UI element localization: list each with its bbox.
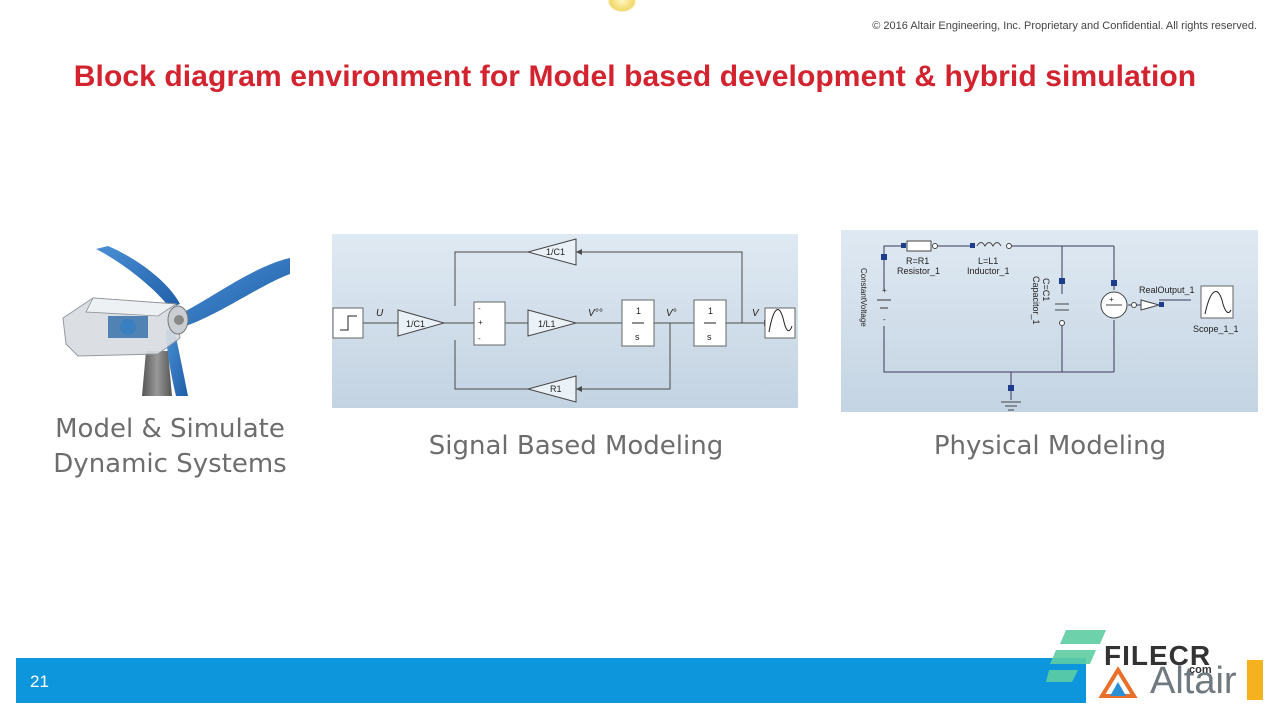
svg-text:-: - — [883, 315, 886, 324]
real-output-connector: RealOutput_1 — [1131, 285, 1195, 311]
svg-text:1/C1: 1/C1 — [406, 319, 425, 329]
capacitor-component: C=C1 Capacitor_1 — [1031, 276, 1069, 326]
altair-logo: Altair — [1150, 660, 1237, 702]
svg-text:1/C1: 1/C1 — [546, 247, 565, 257]
caption-physical-modeling: Physical Modeling — [933, 431, 1167, 461]
copyright-notice: © 2016 Altair Engineering, Inc. Propriet… — [872, 20, 1257, 32]
step-source-block — [332, 307, 364, 339]
label-u: U — [376, 308, 384, 319]
svg-text:1/L1: 1/L1 — [538, 319, 556, 329]
svg-text:L=L1: L=L1 — [978, 256, 998, 266]
top-light-glow — [608, 0, 636, 12]
svg-text:Capacitor_1: Capacitor_1 — [1031, 276, 1041, 325]
svg-text:+: + — [478, 318, 483, 327]
caption-signal-modeling: Signal Based Modeling — [428, 431, 724, 461]
ground-symbol — [1001, 385, 1021, 411]
svg-text:+: + — [1109, 295, 1114, 304]
filecr-logo-icon — [1046, 630, 1138, 698]
svg-text:s: s — [635, 332, 640, 342]
label-vdd: V°° — [588, 308, 603, 319]
gain-block-l1: 1/L1 — [527, 309, 578, 337]
svg-text:C=C1: C=C1 — [1041, 278, 1051, 301]
svg-text:-: - — [478, 304, 481, 313]
wind-turbine-image — [58, 246, 290, 396]
label-vd: V° — [666, 308, 677, 319]
page-number: 21 — [30, 672, 49, 691]
caption-dynamic-systems: Model & Simulate Dynamic Systems — [53, 414, 287, 479]
scope-block — [764, 307, 796, 339]
gain-block-feedback-c1: 1/C1 — [526, 238, 577, 266]
svg-text:Resistor_1: Resistor_1 — [897, 266, 940, 276]
signal-block-diagram: U 1/C1 - + - 1/L1 V°° 1 s V° 1 s V — [332, 234, 798, 408]
gain-block-c1: 1/C1 — [397, 309, 446, 337]
sum-block: - + - — [473, 301, 506, 346]
watermark-suffix: .com — [1186, 664, 1212, 676]
integrator-block-1: 1 s — [621, 299, 655, 347]
signal-diagram-svg: U 1/C1 - + - 1/L1 V°° 1 s V° 1 s V — [332, 238, 796, 403]
slide-title: Block diagram environment for Model base… — [73, 60, 1197, 93]
svg-text:+: + — [882, 286, 887, 295]
svg-text:1: 1 — [708, 306, 713, 316]
svg-text:s: s — [707, 332, 712, 342]
svg-text:Scope_1_1: Scope_1_1 — [1193, 324, 1239, 334]
voltage-sensor: + — [1100, 280, 1128, 319]
gain-block-r1: R1 — [526, 375, 577, 403]
svg-text:RealOutput_1: RealOutput_1 — [1139, 285, 1195, 295]
svg-text:ConstantVoltage: ConstantVoltage — [859, 268, 868, 327]
inductor-component: L=L1 Inductor_1 — [967, 242, 1012, 276]
integrator-block-2: 1 s — [693, 299, 727, 347]
svg-text:-: - — [478, 334, 481, 343]
scope-component: Scope_1_1 — [1193, 285, 1239, 334]
resistor-component: R=R1 Resistor_1 — [897, 240, 940, 276]
svg-text:Inductor_1: Inductor_1 — [967, 266, 1010, 276]
physical-diagram-svg: + - ConstantVoltage R=R1 Resistor_1 L=L1… — [859, 240, 1239, 411]
accent-bar — [1247, 660, 1263, 700]
footer-bar — [16, 658, 1086, 703]
constant-voltage-source: + - ConstantVoltage — [859, 254, 891, 327]
svg-text:1: 1 — [636, 306, 641, 316]
svg-text:R=R1: R=R1 — [906, 256, 929, 266]
svg-text:R1: R1 — [550, 384, 562, 394]
label-v: V — [752, 308, 760, 319]
watermark-text: FILECR — [1104, 640, 1212, 671]
physical-model-diagram: + - ConstantVoltage R=R1 Resistor_1 L=L1… — [841, 230, 1258, 412]
